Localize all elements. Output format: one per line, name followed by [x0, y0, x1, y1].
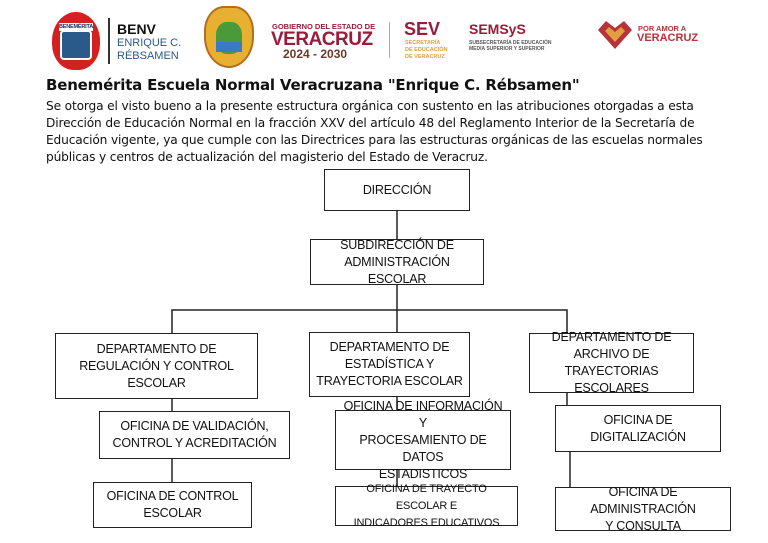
- veracruz-coat-of-arms-icon: [204, 6, 254, 68]
- benv-short: BENV: [117, 21, 156, 37]
- org-box-dept-archivo: DEPARTAMENTO DE ARCHIVO DE TRAYECTORIAS …: [529, 330, 694, 395]
- org-box-direccion: DIRECCIÓN: [324, 169, 470, 211]
- org-box-dept-regulacion: DEPARTAMENTO DE REGULACIÓN Y CONTROL ESC…: [55, 333, 258, 399]
- heart-icon: [598, 21, 632, 49]
- org-box-oficina-trayecto: OFICINA DE TRAYECTO ESCOLAR E INDICADORE…: [335, 483, 518, 529]
- org-box-oficina-validacion: OFICINA DE VALIDACIÓN, CONTROL Y ACREDIT…: [99, 411, 290, 459]
- page-title: Benemérita Escuela Normal Veracruzana "E…: [46, 76, 580, 94]
- benv-line1: ENRIQUE C.: [117, 37, 182, 49]
- org-box-subdireccion: SUBDIRECCIÓN DE ADMINISTRACIÓN ESCOLAR: [310, 238, 484, 286]
- org-box-dept-estadistica: DEPARTAMENTO DE ESTADÍSTICA Y TRAYECTORI…: [309, 332, 470, 397]
- org-box-oficina-informacion: OFICINA DE INFORMACIÓN Y PROCESAMIENTO D…: [335, 399, 511, 481]
- benv-seal-icon: BENEMÉRITA: [52, 12, 100, 70]
- org-box-oficina-administracion: OFICINA DE ADMINISTRACIÓN Y CONSULTA: [555, 485, 731, 533]
- benv-seal-text: BENEMÉRITA: [59, 23, 93, 31]
- approval-paragraph: Se otorga el visto bueno a la presente e…: [46, 99, 703, 164]
- org-box-oficina-digitalizacion: OFICINA DE DIGITALIZACIÓN: [555, 405, 721, 452]
- benv-line2: RÉBSAMEN: [117, 50, 179, 62]
- org-box-oficina-control-escolar: OFICINA DE CONTROL ESCOLAR: [93, 482, 252, 528]
